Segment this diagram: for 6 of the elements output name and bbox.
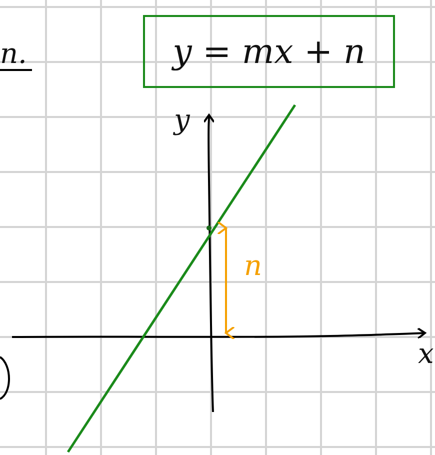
axis-label: y — [174, 106, 190, 134]
text-fragment: n. — [0, 40, 27, 68]
axis-label: x — [418, 340, 434, 368]
formula-box — [143, 15, 395, 88]
dimension-label: n — [244, 252, 262, 280]
formula: y = mx + n — [172, 32, 366, 72]
